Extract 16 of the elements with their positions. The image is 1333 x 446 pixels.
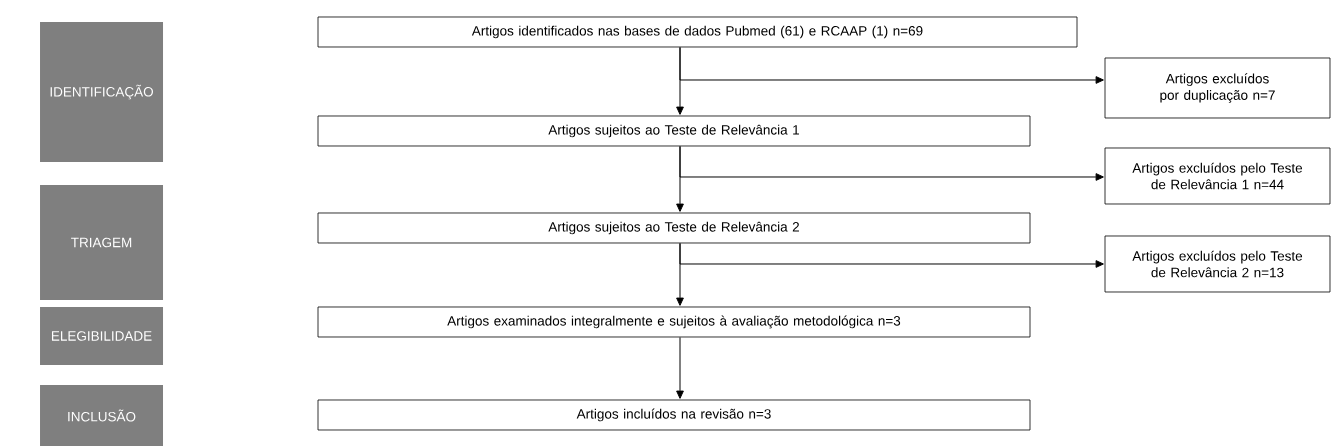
stage-band: TRIAGEM [40, 185, 163, 300]
stage-band: ELEGIBILIDADE [40, 307, 163, 365]
arrow [676, 336, 684, 399]
arrow [679, 242, 1104, 268]
process-box: Artigos examinados integralmente e sujeitos à avaliação metodológica n=3 [317, 306, 1031, 338]
process-box: Artigos sujeitos ao Teste de Relevância 1 [317, 115, 1031, 147]
exclusion-box: Artigos excluídos por duplicação n=7 [1104, 57, 1331, 119]
exclusion-box: Artigos excluídos pelo Teste de Relevância 1 n=44 [1104, 147, 1331, 205]
process-box: Artigos sujeitos ao Teste de Relevância 2 [317, 212, 1031, 244]
process-box: Artigos identificados nas bases de dados Pubmed (61) e RCAAP (1) n=69 [317, 16, 1078, 48]
stage-band: INCLUSÃO [40, 385, 163, 446]
arrow [679, 145, 1104, 181]
stage-band: IDENTIFICAÇÃO [40, 22, 163, 162]
exclusion-box: Artigos excluídos pelo Teste de Relevância 2 n=13 [1104, 235, 1331, 293]
arrow [679, 46, 1104, 84]
process-box: Artigos incluídos na revisão n=3 [317, 399, 1031, 431]
